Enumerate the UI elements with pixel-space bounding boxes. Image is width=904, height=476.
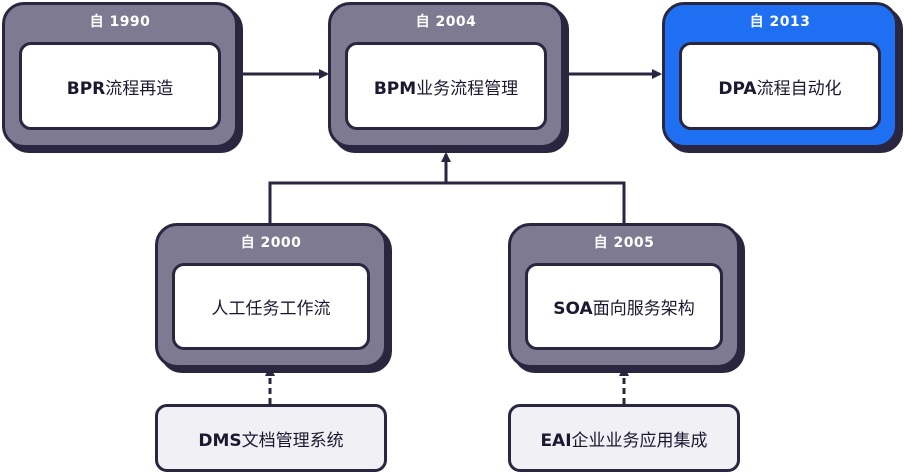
node-workflow-label: 人工任务工作流 bbox=[211, 299, 331, 319]
node-dpa-label: DPA流程自动化 bbox=[718, 78, 842, 99]
source-eai: EAI企业业务应用集成 bbox=[508, 404, 740, 472]
node-workflow: 自 2000 人工任务工作流 bbox=[155, 223, 387, 368]
node-dpa: 自 2013 DPA流程自动化 bbox=[662, 2, 898, 148]
source-dms-label: DMS文档管理系统 bbox=[198, 430, 344, 451]
node-bpr-since: 自 1990 bbox=[89, 14, 151, 30]
node-dpa-box: DPA流程自动化 bbox=[679, 42, 881, 130]
node-soa-box: SOA面向服务架构 bbox=[525, 263, 723, 350]
node-workflow-since: 自 2000 bbox=[240, 235, 302, 251]
node-soa-label: SOA面向服务架构 bbox=[553, 299, 695, 319]
node-soa: 自 2005 SOA面向服务架构 bbox=[508, 223, 740, 368]
source-dms: DMS文档管理系统 bbox=[155, 404, 387, 472]
node-bpm: 自 2004 BPM业务流程管理 bbox=[328, 2, 564, 148]
connector-workflow-soa bbox=[268, 181, 626, 224]
source-eai-label: EAI企业业务应用集成 bbox=[540, 430, 708, 451]
node-soa-since: 自 2005 bbox=[593, 235, 655, 251]
node-bpr-box: BPR流程再造 bbox=[19, 42, 221, 130]
node-bpm-since: 自 2004 bbox=[415, 14, 477, 30]
node-bpm-box: BPM业务流程管理 bbox=[345, 42, 547, 130]
node-dpa-since: 自 2013 bbox=[749, 14, 811, 30]
node-workflow-box: 人工任务工作流 bbox=[172, 263, 370, 350]
node-bpm-label: BPM业务流程管理 bbox=[373, 78, 519, 99]
node-bpr-label: BPR流程再造 bbox=[66, 78, 174, 99]
node-bpr: 自 1990 BPR流程再造 bbox=[2, 2, 238, 148]
